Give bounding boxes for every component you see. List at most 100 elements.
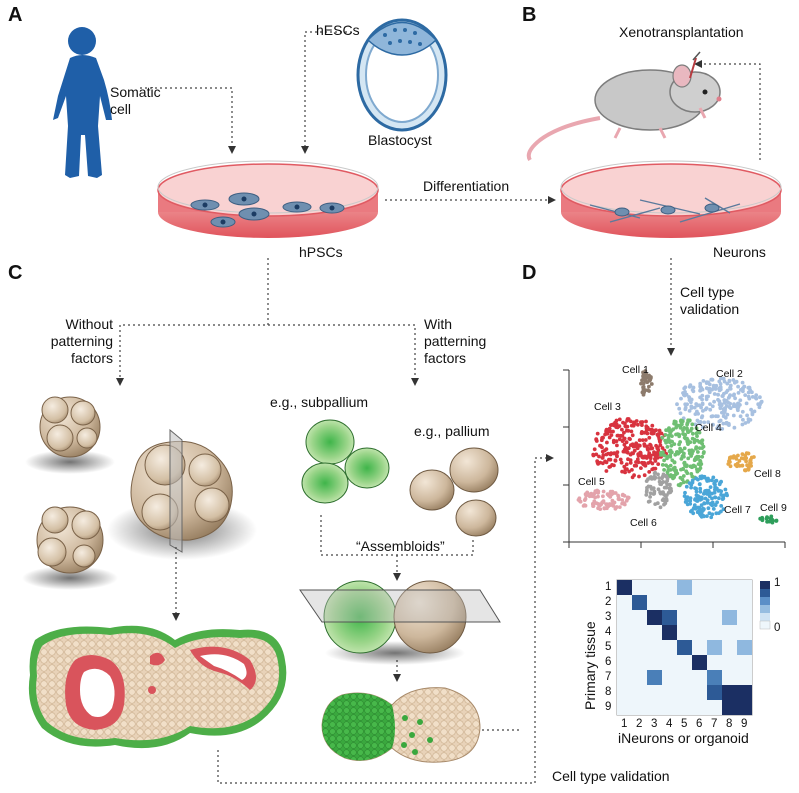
heatmap-row-label: 9: [605, 701, 612, 713]
scatter-point-cell-7: [709, 515, 714, 520]
heatmap-y-axis-label: Primary tissue: [582, 621, 598, 710]
scatter-point-cell-4: [669, 443, 674, 448]
assembloid-fused: [299, 580, 501, 665]
heatmap-cell: [707, 670, 722, 685]
scatter-point-cell-4: [673, 469, 678, 474]
heatmap-cell: [662, 685, 677, 700]
scatter-point-cell-2: [712, 399, 716, 404]
heatmap-cell: [647, 595, 662, 610]
scatter-point-cell-3: [607, 426, 612, 431]
scatter-point-cell-2: [725, 388, 730, 393]
scatter-point-cell-7: [684, 497, 689, 502]
scatter-point-cell-7: [719, 492, 723, 497]
heatmap-cell: [692, 610, 707, 625]
scatter-point-cell-7: [708, 485, 713, 489]
scatter-point-cell-2: [678, 411, 683, 416]
scatter-point-cell-9: [770, 520, 775, 525]
heatmap-cell: [662, 595, 677, 610]
heatmap-cell: [617, 640, 632, 655]
heatmap-cell: [692, 685, 707, 700]
scatter-point-cell-4: [694, 426, 699, 431]
scatter-point-cell-7: [707, 478, 711, 483]
scatter-point-cell-3: [632, 448, 637, 453]
scatter-point-cell-5: [601, 500, 605, 504]
bottom-validation-line: [217, 454, 554, 784]
scatter-point-cell-7: [698, 486, 703, 491]
scatter-point-cell-4: [668, 453, 673, 457]
heatmap-cell: [692, 670, 707, 685]
scatter-point-cell-5: [602, 506, 607, 511]
scatter-point-cell-4: [686, 456, 691, 461]
scatter-point-cell-3: [655, 446, 660, 451]
heatmap-col-label: 2: [636, 718, 643, 730]
scatter-point-cell-7: [688, 502, 693, 506]
scatter-point-cell-3: [647, 435, 652, 440]
heatmap-cell: [677, 595, 692, 610]
scatter-point-cell-4: [683, 463, 687, 468]
scatter-point-cell-2: [741, 417, 745, 422]
scatter-point-cell-7: [713, 487, 717, 492]
heatmap-cell: [617, 685, 632, 700]
cluster-label-9: Cell 9: [760, 502, 787, 514]
scatter-point-cell-3: [637, 438, 642, 443]
scatter-point-cell-6: [660, 498, 665, 502]
heatmap-cell: [722, 580, 737, 595]
scatter-point-cell-2: [702, 420, 707, 425]
heatmap-cell: [632, 655, 647, 670]
scatter-point-cell-5: [608, 503, 613, 507]
scatter-point-cell-7: [698, 474, 703, 479]
scatter-point-cell-8: [743, 453, 748, 458]
scatter-point-cell-4: [677, 483, 682, 488]
scatter-point-cell-6: [651, 492, 656, 496]
scatter-point-cell-3: [643, 454, 647, 459]
pallium-spheroids: [409, 447, 499, 537]
scatter-point-cell-7: [710, 478, 714, 483]
scatter-point-cell-1: [641, 386, 646, 391]
scatter-point-cell-2: [706, 394, 710, 399]
scatter-point-cell-1: [647, 373, 651, 378]
scatter-point-cell-2: [750, 395, 755, 399]
scatter-point-cell-4: [685, 422, 689, 427]
scatter-point-cell-3: [639, 466, 643, 470]
scatter-point-cell-7: [699, 509, 704, 514]
scatter-point-cell-3: [636, 460, 641, 465]
heatmap-cell: [632, 700, 647, 715]
heatmap-cell: [677, 580, 692, 595]
scatter-point-cell-3: [640, 438, 645, 442]
scatter-point-cell-3: [615, 443, 619, 448]
scatter-point-cell-9: [760, 516, 765, 521]
scatter-point-cell-2: [721, 414, 726, 419]
heatmap-cell: [632, 685, 647, 700]
scatter-point-cell-2: [719, 376, 723, 381]
scatter-point-cell-3: [628, 461, 633, 465]
scatter-point-cell-3: [598, 444, 603, 448]
heatmap-row-label: 4: [605, 626, 612, 638]
scatter-point-cell-3: [627, 436, 632, 441]
scatter-point-cell-3: [648, 453, 653, 458]
scatter-point-cell-2: [728, 385, 732, 390]
scatter-point-cell-3: [643, 438, 648, 442]
scatter-point-cell-2: [717, 419, 722, 424]
scatter-point-cell-7: [705, 501, 710, 505]
scatter-point-cell-6: [648, 491, 653, 496]
scatter-point-cell-3: [658, 431, 662, 436]
scatter-point-cell-4: [674, 425, 678, 430]
scatter-point-cell-5: [578, 499, 583, 504]
scatter-point-cell-4: [680, 477, 685, 482]
scatter-point-cell-7: [693, 497, 698, 501]
heatmap-cell: [692, 625, 707, 640]
scatter-point-cell-2: [732, 425, 737, 430]
with-patterning-label: With patterning factors: [424, 316, 487, 366]
scatter-point-cell-7: [725, 493, 729, 498]
scatter-point-cell-3: [635, 457, 640, 462]
scatter-point-cell-4: [681, 474, 686, 478]
blastocyst-label: Blastocyst: [368, 132, 432, 148]
scatter-point-cell-2: [718, 405, 723, 410]
scatter-point-cell-2: [738, 398, 743, 403]
scatter-point-cell-3: [618, 457, 623, 462]
heatmap-cell: [647, 610, 662, 625]
heatmap-cell: [707, 700, 722, 715]
scatter-point-cell-3: [640, 420, 645, 424]
scatter-point-cell-4: [660, 463, 665, 467]
scatter-point-cell-2: [715, 426, 719, 431]
